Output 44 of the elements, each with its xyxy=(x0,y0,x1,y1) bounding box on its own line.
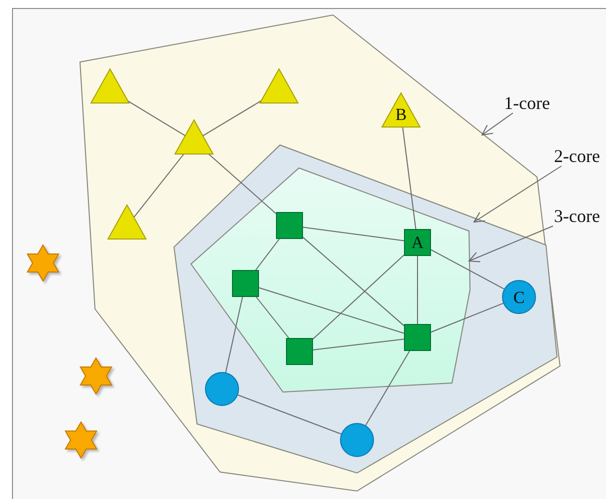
graph-edge xyxy=(365,350,410,426)
graph-edge xyxy=(430,249,505,290)
core-label-text: 3-core xyxy=(554,207,600,225)
node-letter: A xyxy=(411,234,424,251)
star-node xyxy=(64,422,98,458)
core-label-text: 2-core xyxy=(554,147,600,165)
circle-node xyxy=(205,372,239,406)
circle-node xyxy=(340,423,374,457)
square-node xyxy=(276,212,303,239)
graph-edge xyxy=(302,226,404,242)
graph-edge xyxy=(302,236,404,326)
square-node xyxy=(286,338,313,365)
square-node xyxy=(404,324,431,351)
leader-line xyxy=(482,112,514,136)
graph-edge xyxy=(127,100,186,136)
node-letter: C xyxy=(513,288,525,306)
graph-edge xyxy=(255,238,280,270)
circle-node xyxy=(502,280,536,314)
triangle-node xyxy=(175,120,213,154)
graph-edge xyxy=(258,287,404,334)
graph-edge xyxy=(202,100,262,136)
graph-edge xyxy=(430,302,504,333)
star-node xyxy=(26,245,60,281)
core-label-text: 1-core xyxy=(504,94,550,112)
graph-edge xyxy=(133,154,184,218)
triangle-node xyxy=(382,93,420,127)
triangle-node xyxy=(108,205,146,239)
graph-edge xyxy=(312,254,404,340)
graph-edge xyxy=(256,296,290,338)
star-node xyxy=(79,358,113,394)
triangle-node xyxy=(260,69,298,103)
graph-edge xyxy=(312,338,404,350)
leader-line xyxy=(474,166,562,222)
square-node xyxy=(232,270,259,297)
graph-edge xyxy=(237,394,342,434)
graph-edge xyxy=(208,154,276,214)
core-region xyxy=(191,168,471,393)
leader-line xyxy=(468,226,554,262)
graph-edge xyxy=(417,256,418,324)
triangle-node xyxy=(91,69,129,103)
square-node xyxy=(404,229,431,256)
graph-edge xyxy=(402,126,416,230)
graph-edge xyxy=(225,296,243,373)
node-letter: B xyxy=(395,106,407,126)
